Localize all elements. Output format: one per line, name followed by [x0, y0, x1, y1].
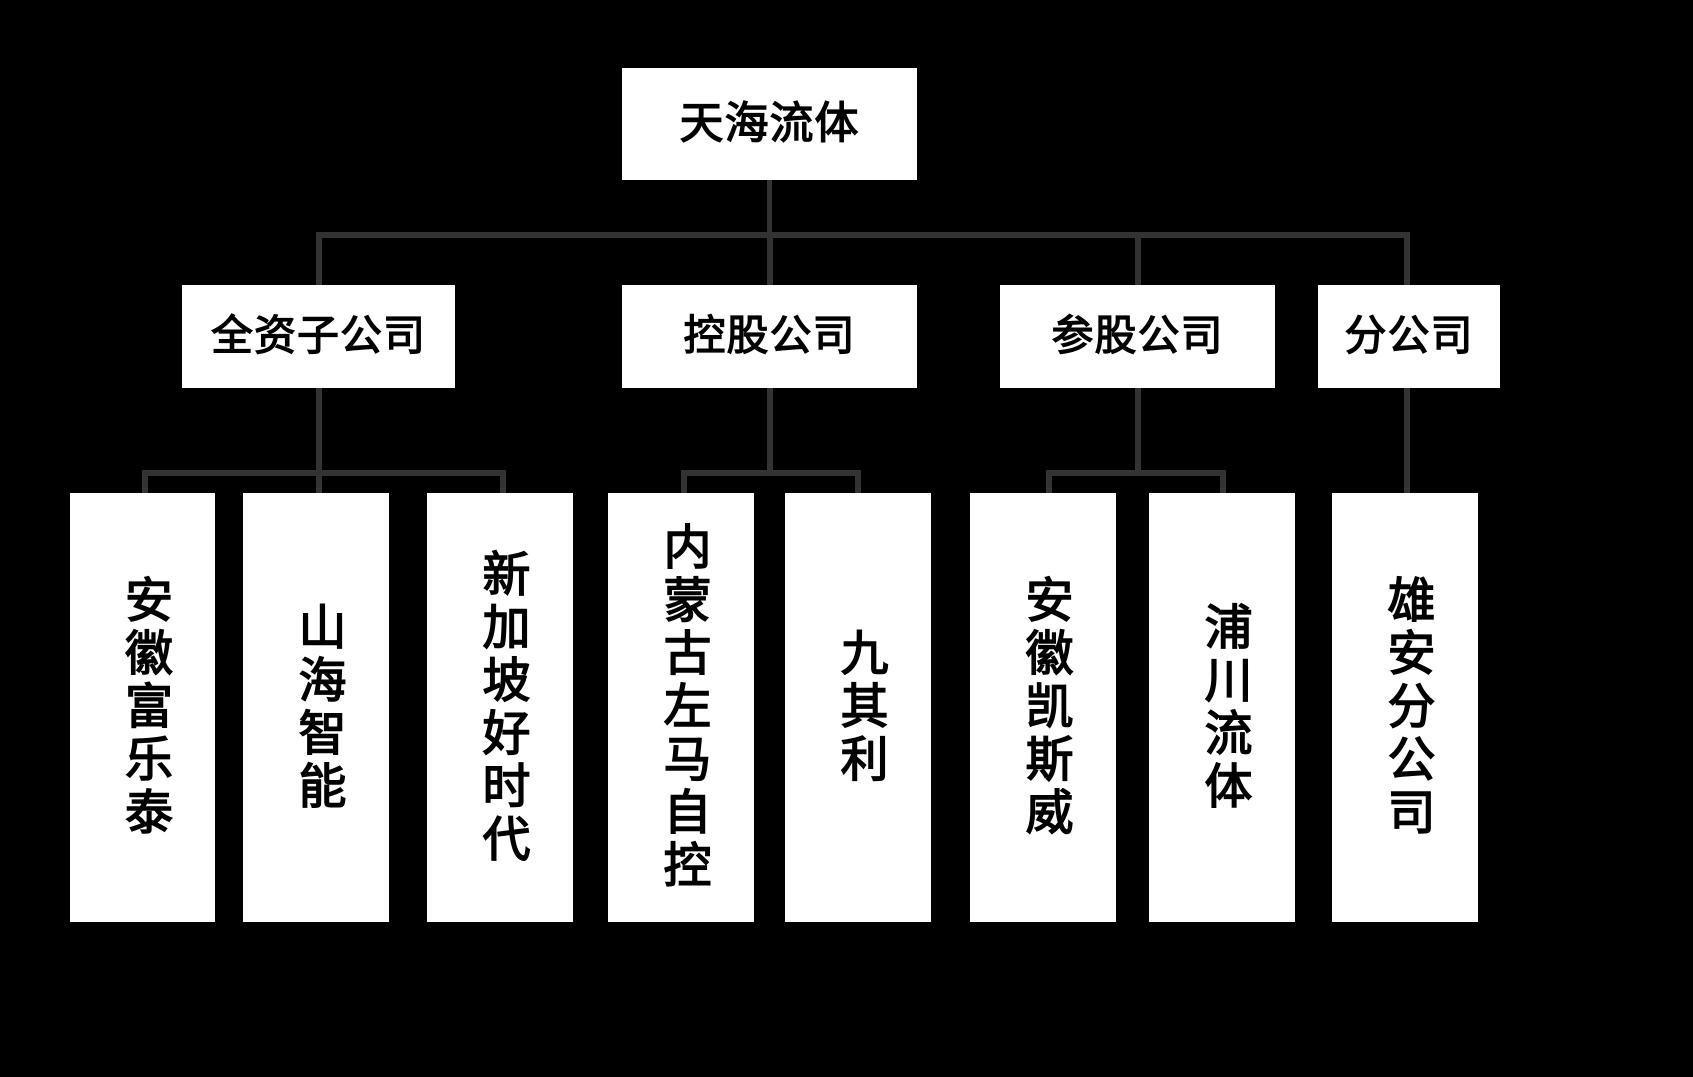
- node-leaf-1-label: 山海智能: [290, 601, 344, 814]
- connector-drop-leaf-1: [316, 470, 322, 495]
- connector-drop-leaf-5: [1046, 470, 1052, 495]
- connector-drop-cat-2: [1135, 232, 1141, 287]
- connector-drop-cat-1: [767, 232, 773, 287]
- node-category-2-label: 参股公司: [1051, 312, 1224, 360]
- node-leaf-7[interactable]: 雄安分公司: [1332, 493, 1478, 922]
- node-leaf-1[interactable]: 山海智能: [243, 493, 389, 922]
- node-leaf-3[interactable]: 内蒙古左马自控: [608, 493, 754, 922]
- node-leaf-6-label: 浦川流体: [1196, 601, 1250, 814]
- node-category-3-label: 分公司: [1344, 312, 1474, 360]
- node-leaf-3-label: 内蒙古左马自控: [655, 522, 709, 893]
- node-category-0[interactable]: 全资子公司: [182, 285, 455, 388]
- connector-cat2-drop: [1135, 388, 1141, 474]
- node-category-1[interactable]: 控股公司: [622, 285, 917, 388]
- connector-drop-leaf-6: [1220, 470, 1226, 495]
- node-leaf-2[interactable]: 新加坡好时代: [427, 493, 573, 922]
- connector-drop-leaf-0: [142, 470, 148, 495]
- node-leaf-0[interactable]: 安徽富乐泰: [70, 493, 215, 922]
- connector-drop-leaf-4: [855, 470, 861, 495]
- connector-cat1-bus: [681, 470, 861, 476]
- node-leaf-0-label: 安徽富乐泰: [116, 575, 170, 840]
- node-leaf-7-label: 雄安分公司: [1379, 575, 1433, 840]
- node-root-label: 天海流体: [679, 98, 860, 148]
- connector-drop-leaf-2: [500, 470, 506, 495]
- node-leaf-2-label: 新加坡好时代: [474, 548, 528, 867]
- connector-level2-bus: [316, 232, 1410, 238]
- connector-cat1-drop: [767, 388, 773, 474]
- node-category-0-label: 全资子公司: [210, 312, 426, 360]
- connector-drop-cat-0: [316, 232, 322, 287]
- connector-drop-leaf-3: [681, 470, 687, 495]
- node-category-3[interactable]: 分公司: [1318, 285, 1500, 388]
- connector-cat0-bus: [142, 470, 506, 476]
- connector-drop-cat-3: [1404, 232, 1410, 287]
- connector-cat0-drop: [316, 388, 322, 474]
- node-leaf-6[interactable]: 浦川流体: [1149, 493, 1295, 922]
- node-leaf-4-label: 九其利: [832, 628, 886, 787]
- node-category-2[interactable]: 参股公司: [1000, 285, 1275, 388]
- node-leaf-4[interactable]: 九其利: [785, 493, 931, 922]
- connector-root-drop: [767, 180, 772, 235]
- connector-drop-leaf-7: [1404, 388, 1410, 495]
- node-leaf-5[interactable]: 安徽凯斯威: [970, 493, 1116, 922]
- node-root[interactable]: 天海流体: [622, 68, 917, 180]
- node-category-1-label: 控股公司: [683, 312, 856, 360]
- connector-cat2-bus: [1046, 470, 1226, 476]
- node-leaf-5-label: 安徽凯斯威: [1017, 575, 1071, 840]
